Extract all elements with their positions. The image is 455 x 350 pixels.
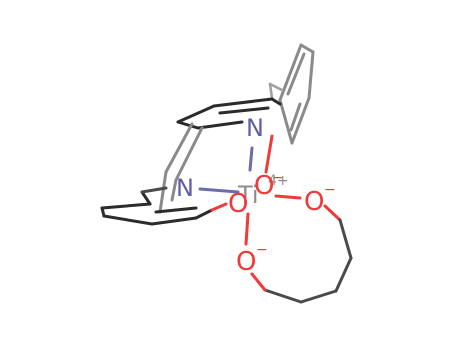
atom-o-bottom: O − bbox=[236, 242, 268, 277]
bond bbox=[164, 122, 194, 174]
oxygen-label: O bbox=[304, 187, 324, 217]
oxygen-label: O bbox=[228, 189, 248, 219]
bond bbox=[289, 102, 302, 132]
nitrogen-label: N bbox=[246, 114, 264, 142]
bond bbox=[174, 126, 204, 182]
bond bbox=[268, 82, 274, 100]
bond bbox=[170, 178, 178, 202]
titanium-label: Ti bbox=[237, 181, 259, 209]
o-phenyl-bond bbox=[210, 202, 228, 212]
nitrogen-label: N bbox=[176, 174, 194, 202]
bond bbox=[263, 288, 303, 304]
bond bbox=[250, 272, 267, 292]
atom-n-upper: N bbox=[246, 114, 264, 142]
bond bbox=[140, 190, 152, 206]
bond bbox=[140, 186, 168, 194]
n-ti-bond bbox=[248, 146, 254, 172]
bond bbox=[323, 204, 342, 222]
upper-phenyl-ring bbox=[268, 43, 315, 145]
bond bbox=[268, 82, 284, 92]
titanium-charge: 4+ bbox=[268, 173, 289, 189]
n-ti-bond bbox=[198, 187, 240, 194]
bond bbox=[278, 98, 294, 145]
bond bbox=[176, 120, 200, 130]
atom-n-lower: N bbox=[176, 174, 194, 202]
bond bbox=[290, 96, 311, 145]
atom-ti: Ti 4+ bbox=[237, 173, 289, 209]
bond bbox=[334, 256, 353, 293]
o-ti-bond bbox=[244, 212, 250, 246]
bond bbox=[286, 52, 306, 96]
bond bbox=[278, 43, 303, 102]
lower-phenyl-ring bbox=[100, 186, 214, 226]
bond bbox=[270, 97, 282, 106]
oxygen-charge: − bbox=[272, 170, 284, 186]
bond bbox=[100, 202, 152, 210]
upper-aromatic-backbone bbox=[158, 97, 282, 214]
atom-o-right: O − bbox=[304, 182, 336, 217]
coordination-bonds bbox=[198, 134, 302, 246]
atom-o-left: O bbox=[228, 189, 248, 219]
oxygen-charge: − bbox=[256, 242, 268, 258]
alkoxide-chain bbox=[250, 204, 353, 304]
bond bbox=[212, 97, 274, 108]
bond bbox=[338, 218, 353, 260]
o-ti-bond bbox=[274, 194, 302, 200]
oxygen-charge: − bbox=[324, 182, 336, 198]
bond bbox=[307, 50, 315, 100]
bond bbox=[158, 170, 168, 214]
bond bbox=[218, 106, 270, 115]
bond bbox=[154, 206, 198, 214]
bond bbox=[176, 104, 216, 124]
o-ti-bond bbox=[264, 134, 274, 174]
bond bbox=[150, 216, 198, 226]
bond bbox=[194, 208, 214, 220]
bond bbox=[299, 289, 338, 304]
atom-o-top: O − bbox=[254, 170, 284, 201]
bond bbox=[196, 120, 244, 130]
oxygen-label: O bbox=[254, 171, 274, 201]
oxygen-label: O bbox=[236, 247, 256, 277]
bond bbox=[102, 214, 154, 226]
bond bbox=[299, 43, 315, 54]
